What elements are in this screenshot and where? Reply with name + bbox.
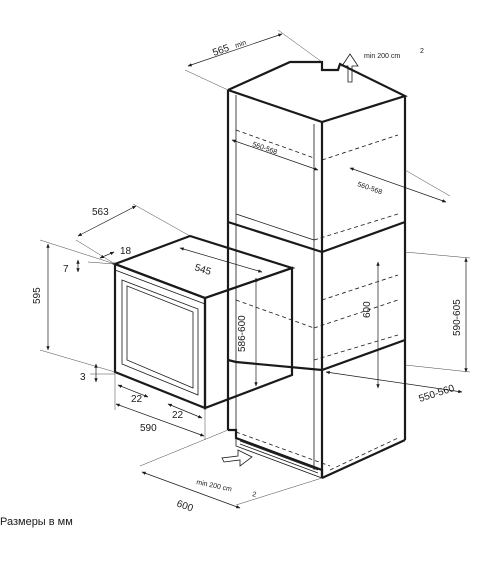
- label-min200-bottom: min 200 cm: [196, 479, 233, 493]
- label-600-vertical: 600: [362, 301, 373, 318]
- label-sq-top: 2: [420, 48, 424, 55]
- label-545: 545: [193, 262, 213, 278]
- cabinet-outline: [226, 60, 408, 480]
- label-3: 3: [80, 372, 86, 383]
- label-590-605: 590-605: [452, 299, 463, 336]
- label-595: 595: [32, 287, 43, 304]
- dimension-lines: [39, 29, 471, 509]
- label-7: 7: [63, 264, 69, 275]
- label-560-568-b: 560-568: [356, 181, 383, 196]
- bottom-vent: [235, 437, 323, 479]
- label-sq-bottom: 2: [252, 491, 257, 499]
- label-586-600: 586-600: [237, 315, 248, 352]
- label-565: 565: [211, 43, 231, 59]
- caption: Размеры в мм: [0, 516, 73, 528]
- label-22-right: 22: [172, 410, 184, 421]
- oven-body: [111, 234, 296, 410]
- label-560-568-a: 560-568: [251, 141, 278, 156]
- label-600-bottom: 600: [175, 498, 195, 514]
- label-min200-top: min 200 cm: [364, 53, 400, 60]
- label-22-left: 22: [131, 394, 143, 405]
- label-min-small: min: [234, 39, 247, 49]
- vent-arrow-in-icon: [221, 449, 253, 467]
- vent-arrow-up-icon: [341, 53, 359, 83]
- label-590: 590: [140, 423, 157, 434]
- label-563: 563: [92, 207, 109, 218]
- label-18: 18: [120, 246, 132, 257]
